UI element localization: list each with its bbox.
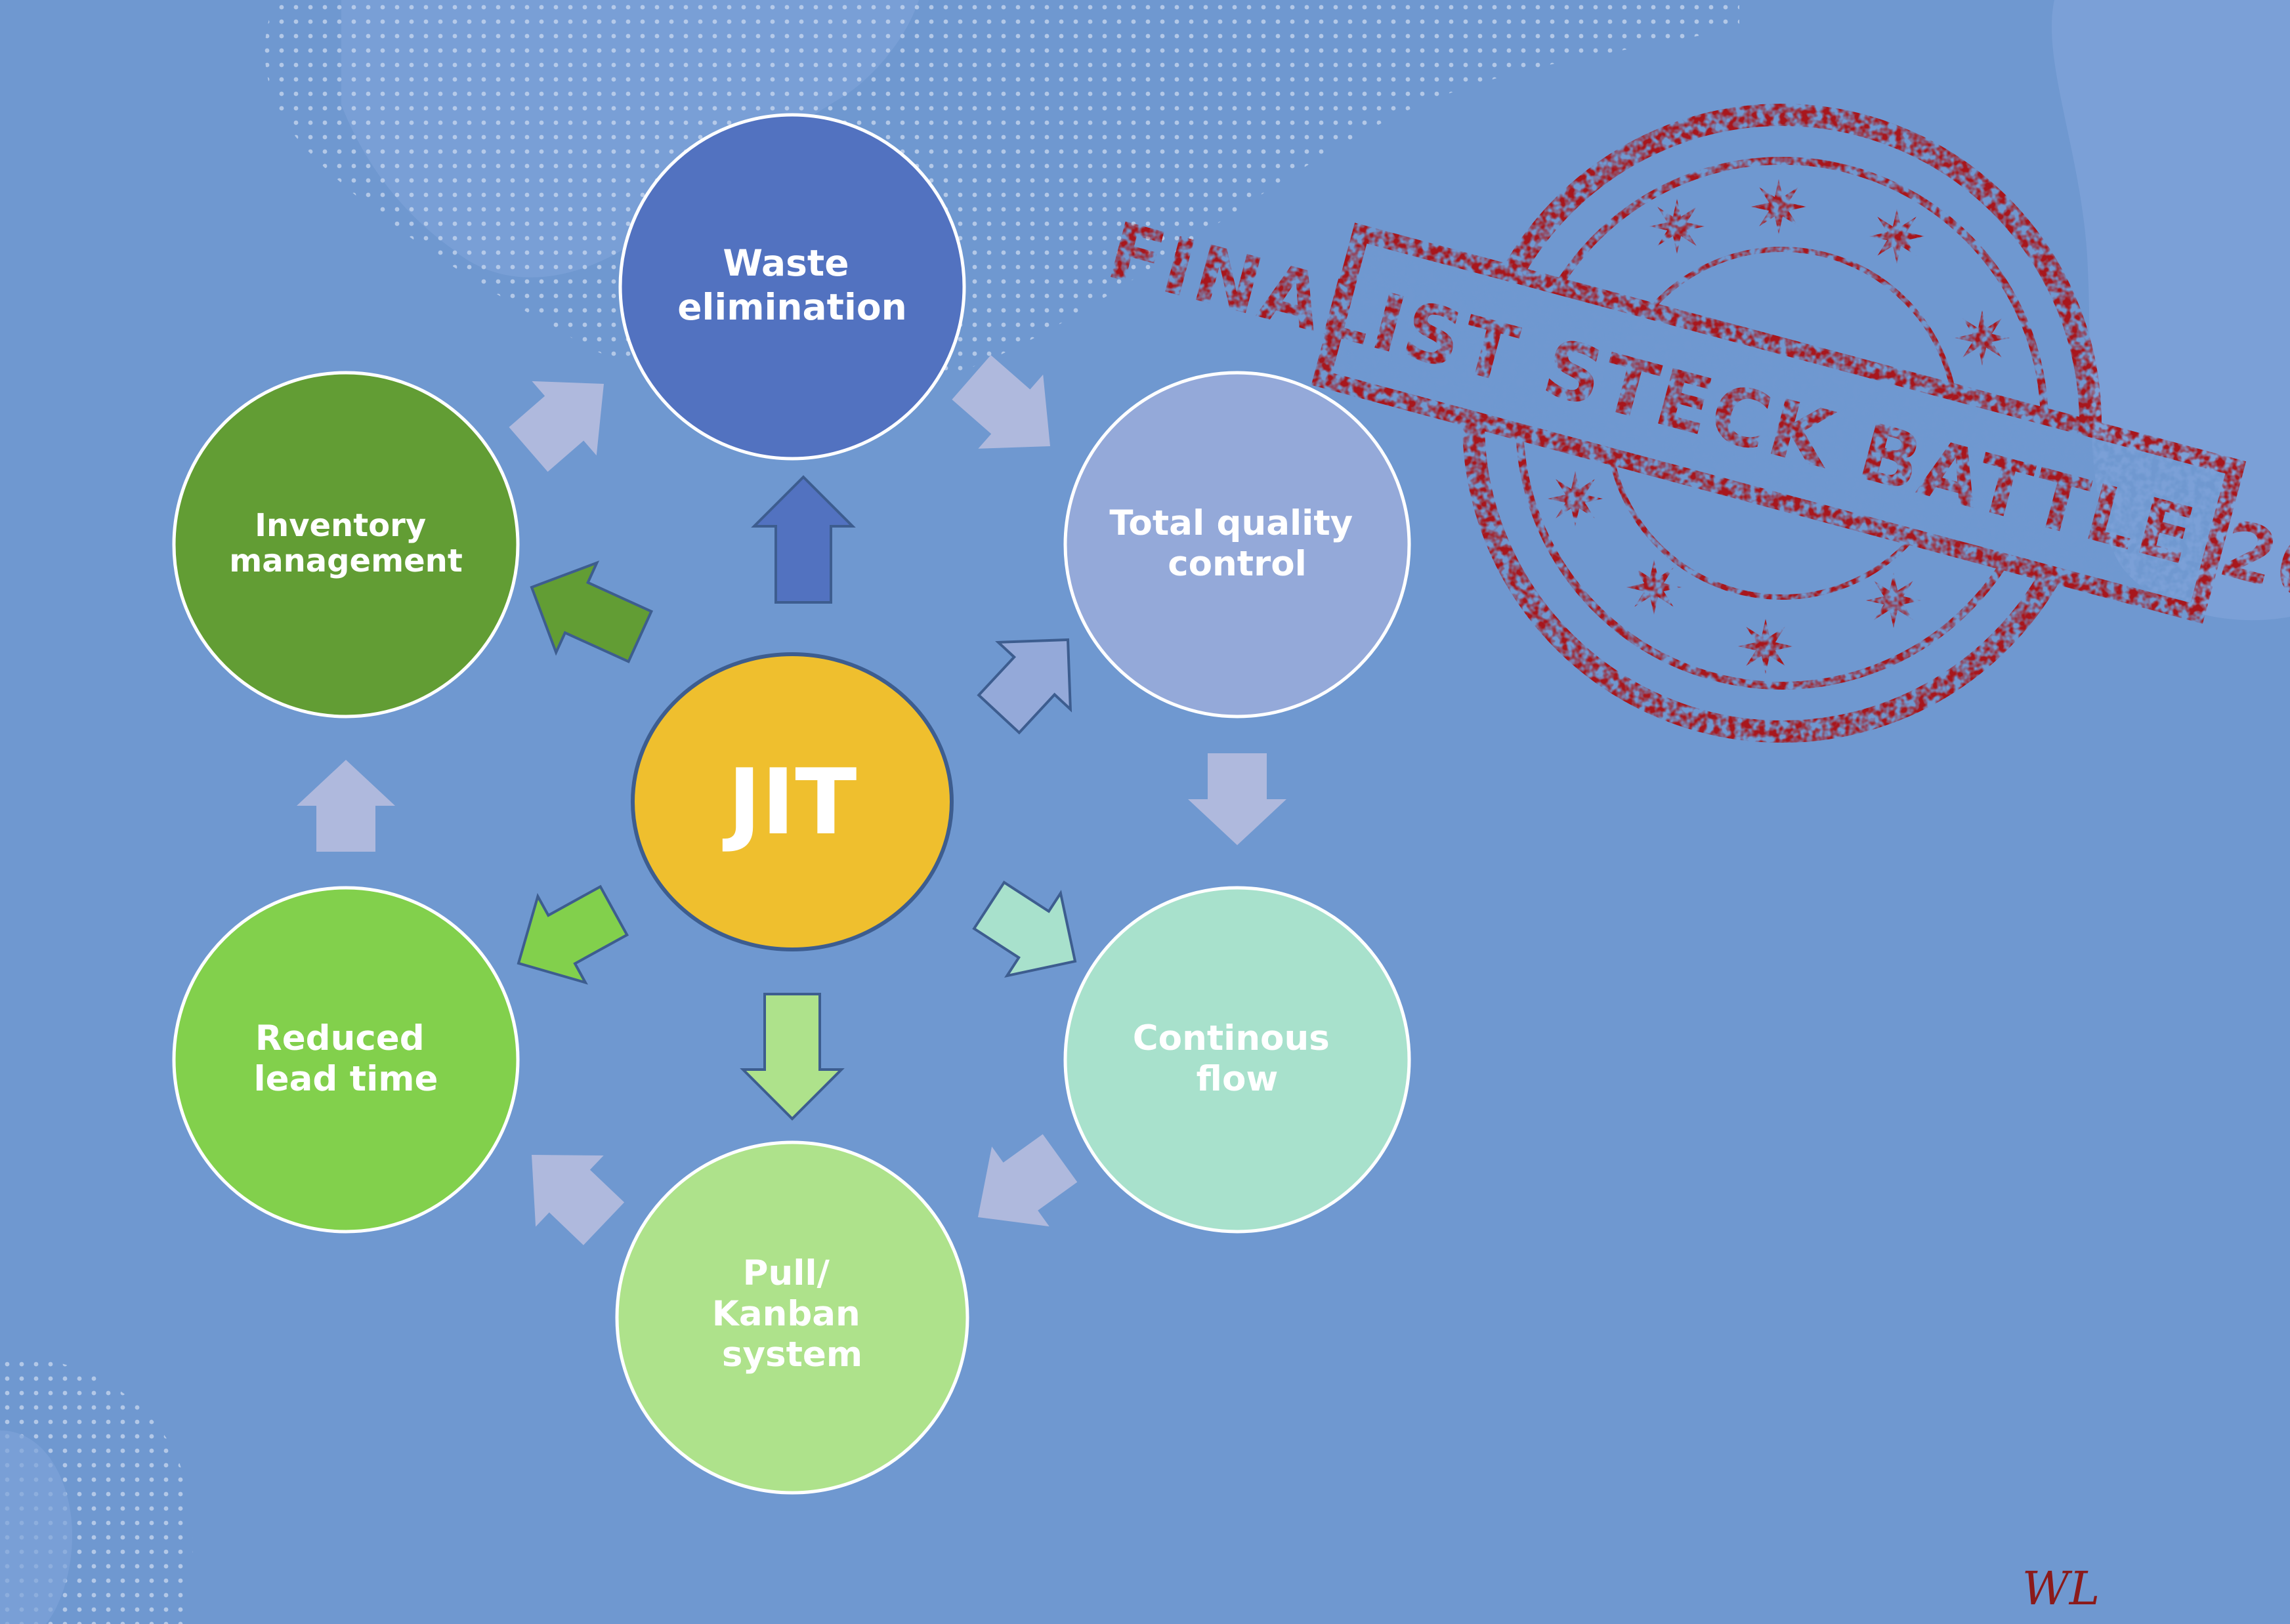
cycle-arrow-quality-to-flow: [1188, 753, 1286, 845]
center-node-jit: JIT: [631, 652, 954, 951]
signature: WL: [2022, 1562, 2100, 1615]
node-label-flow: Continous flow: [1133, 1018, 1342, 1099]
node-reduced-lead-time: Reduced lead time: [172, 886, 520, 1234]
node-label-quality: Total quality control: [1109, 503, 1365, 584]
node-pull-kanban-system: Pull/ Kanban system: [615, 1140, 969, 1495]
cycle-arrow-flow-to-kanban: [978, 1134, 1078, 1227]
node-label-inventory: Inventory management: [229, 507, 463, 579]
cycle-arrow-waste-to-quality: [952, 355, 1050, 449]
node-label-leadtime: Reduced lead time: [254, 1018, 438, 1099]
arrow-to-waste: [751, 475, 856, 604]
arrow-to-leadtime: [517, 885, 629, 985]
node-continous-flow: Continous flow: [1063, 886, 1411, 1234]
node-label-kanban: Pull/ Kanban system: [712, 1253, 872, 1375]
stamp-star-icon: [1548, 179, 2010, 674]
arrow-to-kanban: [740, 993, 845, 1121]
cycle-arrow-inventory-to-waste: [509, 381, 604, 472]
arrow-to-flow: [972, 881, 1077, 978]
node-total-quality-control: Total quality control: [1063, 371, 1411, 718]
node-waste-elimination: Waste elimination: [618, 113, 966, 461]
arrow-to-inventory: [530, 560, 654, 663]
cycle-arrow-leadtime-to-inventory: [297, 760, 395, 852]
node-label-waste: Waste elimination: [677, 242, 907, 328]
node-inventory-management: Inventory management: [172, 371, 520, 718]
cycle-arrow-kanban-to-leadtime: [532, 1155, 625, 1245]
center-label: JIT: [723, 749, 857, 855]
connector-arrows: [297, 355, 1286, 1245]
arrow-to-quality: [977, 638, 1072, 735]
